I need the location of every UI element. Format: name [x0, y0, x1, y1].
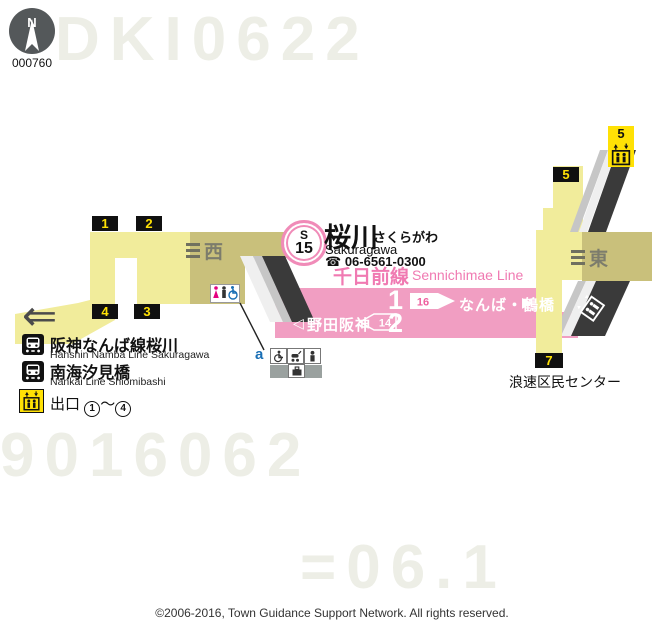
luggage-icon: [288, 364, 305, 378]
exit-range-tilde: ～: [100, 396, 116, 413]
exit-box-4: 4: [92, 304, 118, 319]
track2-number: 2: [388, 308, 404, 338]
east-gate-area: [582, 232, 652, 281]
watermark-middle: 9016062: [0, 421, 312, 490]
exit5-stairs-icon: [570, 150, 608, 232]
stroller-icon: [287, 348, 304, 364]
station-name-en: Sakuragawa: [325, 242, 398, 257]
exit-box-5: 5: [553, 167, 579, 182]
exit-legend-icon: [19, 389, 44, 413]
exit-box-2: 2: [136, 216, 162, 231]
east-gate-name: 東: [589, 249, 609, 270]
transfer-direction-arrow-icon: ⇐: [22, 292, 58, 339]
southwest-exit-path: [15, 300, 115, 344]
track2-direction-arrow-icon: ◁: [293, 315, 304, 331]
elevator-access-icons: [270, 348, 321, 364]
transfer2-name-en: Nankai Line Shiomibashi: [50, 376, 166, 388]
person-icon: [304, 348, 321, 364]
svg-text:16: 16: [417, 297, 429, 309]
transfer2-name-ja: 南海汐見橋: [50, 365, 131, 382]
gate-bars-icon: [186, 242, 200, 259]
badge-line-letter: S: [299, 228, 308, 242]
exit-range-to: 4: [115, 400, 132, 417]
west-stairs-icon: [240, 256, 283, 322]
compass-code: 000760: [11, 56, 53, 70]
badge-number: 15: [295, 240, 313, 257]
car-count-flag-track2: 14: [358, 313, 397, 331]
elevator-icon: [608, 142, 634, 167]
phone-number: 06-6561-0300: [344, 254, 426, 269]
copyright-text: ©2006-2016, Town Guidance Support Networ…: [155, 606, 509, 620]
car-count-flag-track1: 16: [410, 293, 455, 309]
exit5-stairs-icon: [588, 150, 636, 232]
track1-direction-arrow-icon: ▶: [522, 294, 533, 310]
line-name-ja: 千日前線: [333, 267, 410, 288]
platform-band: [275, 288, 536, 338]
track1-destination: なんば・鶴橋: [459, 297, 556, 314]
exit-range-from: 1: [84, 400, 101, 417]
exit-range-prefix: 出口: [50, 396, 81, 413]
escalator-icon: [571, 288, 610, 327]
west-stairs-icon: [253, 256, 292, 322]
track1-number: 1: [388, 285, 404, 315]
exit5-stairs-icon: [579, 150, 617, 232]
east-gate-label: 東: [571, 244, 608, 271]
station-phone: ☎ 06-6561-0300: [325, 254, 426, 270]
compass-icon: N: [9, 8, 55, 54]
track2-destination: 野田阪神: [307, 317, 372, 334]
phone-icon: ☎: [325, 254, 342, 269]
station-number-badge: S 15: [281, 220, 327, 266]
west-gate-label: 西: [186, 237, 223, 264]
east-escalator-ribbon: [571, 281, 630, 336]
exit-box-3: 3: [134, 304, 160, 319]
west-gate-name: 西: [204, 242, 224, 263]
transfer1-name-ja: 阪神なんば線桜川: [50, 338, 179, 355]
exit7-path: [536, 230, 562, 356]
west-stairs-icon: [262, 256, 315, 322]
elevator-leader-line: [239, 302, 265, 351]
exit-range-label: 出口 1～4: [50, 393, 132, 417]
west-corridor-path: [90, 232, 190, 304]
transfer1-name-en: Hanshin Namba Line Sakuragawa: [50, 349, 210, 361]
watermark-top: DKI0622: [55, 5, 370, 74]
compass-north-label: N: [27, 15, 36, 30]
station-name-ja: 桜川: [324, 223, 378, 253]
gate-bars-icon: [571, 249, 585, 266]
poi-naniwa-kumin-center: 浪速区民センター: [509, 374, 621, 390]
exit-box-7: 7: [535, 353, 563, 368]
exit-box-1: 1: [92, 216, 118, 231]
train-icon: [22, 361, 44, 382]
watermark-bottom: =06.1: [300, 533, 507, 602]
elevator-marker-a: a: [255, 346, 264, 363]
svg-text:14: 14: [379, 318, 392, 330]
line-name-en: Sennichimae Line: [412, 267, 524, 283]
station-name-kana: さくらがわ: [373, 230, 439, 245]
train-icon: [22, 334, 44, 355]
restroom-icon: [210, 284, 240, 303]
wheelchair-icon: [270, 348, 287, 364]
exit-box-5-elevator: 5: [608, 126, 634, 142]
